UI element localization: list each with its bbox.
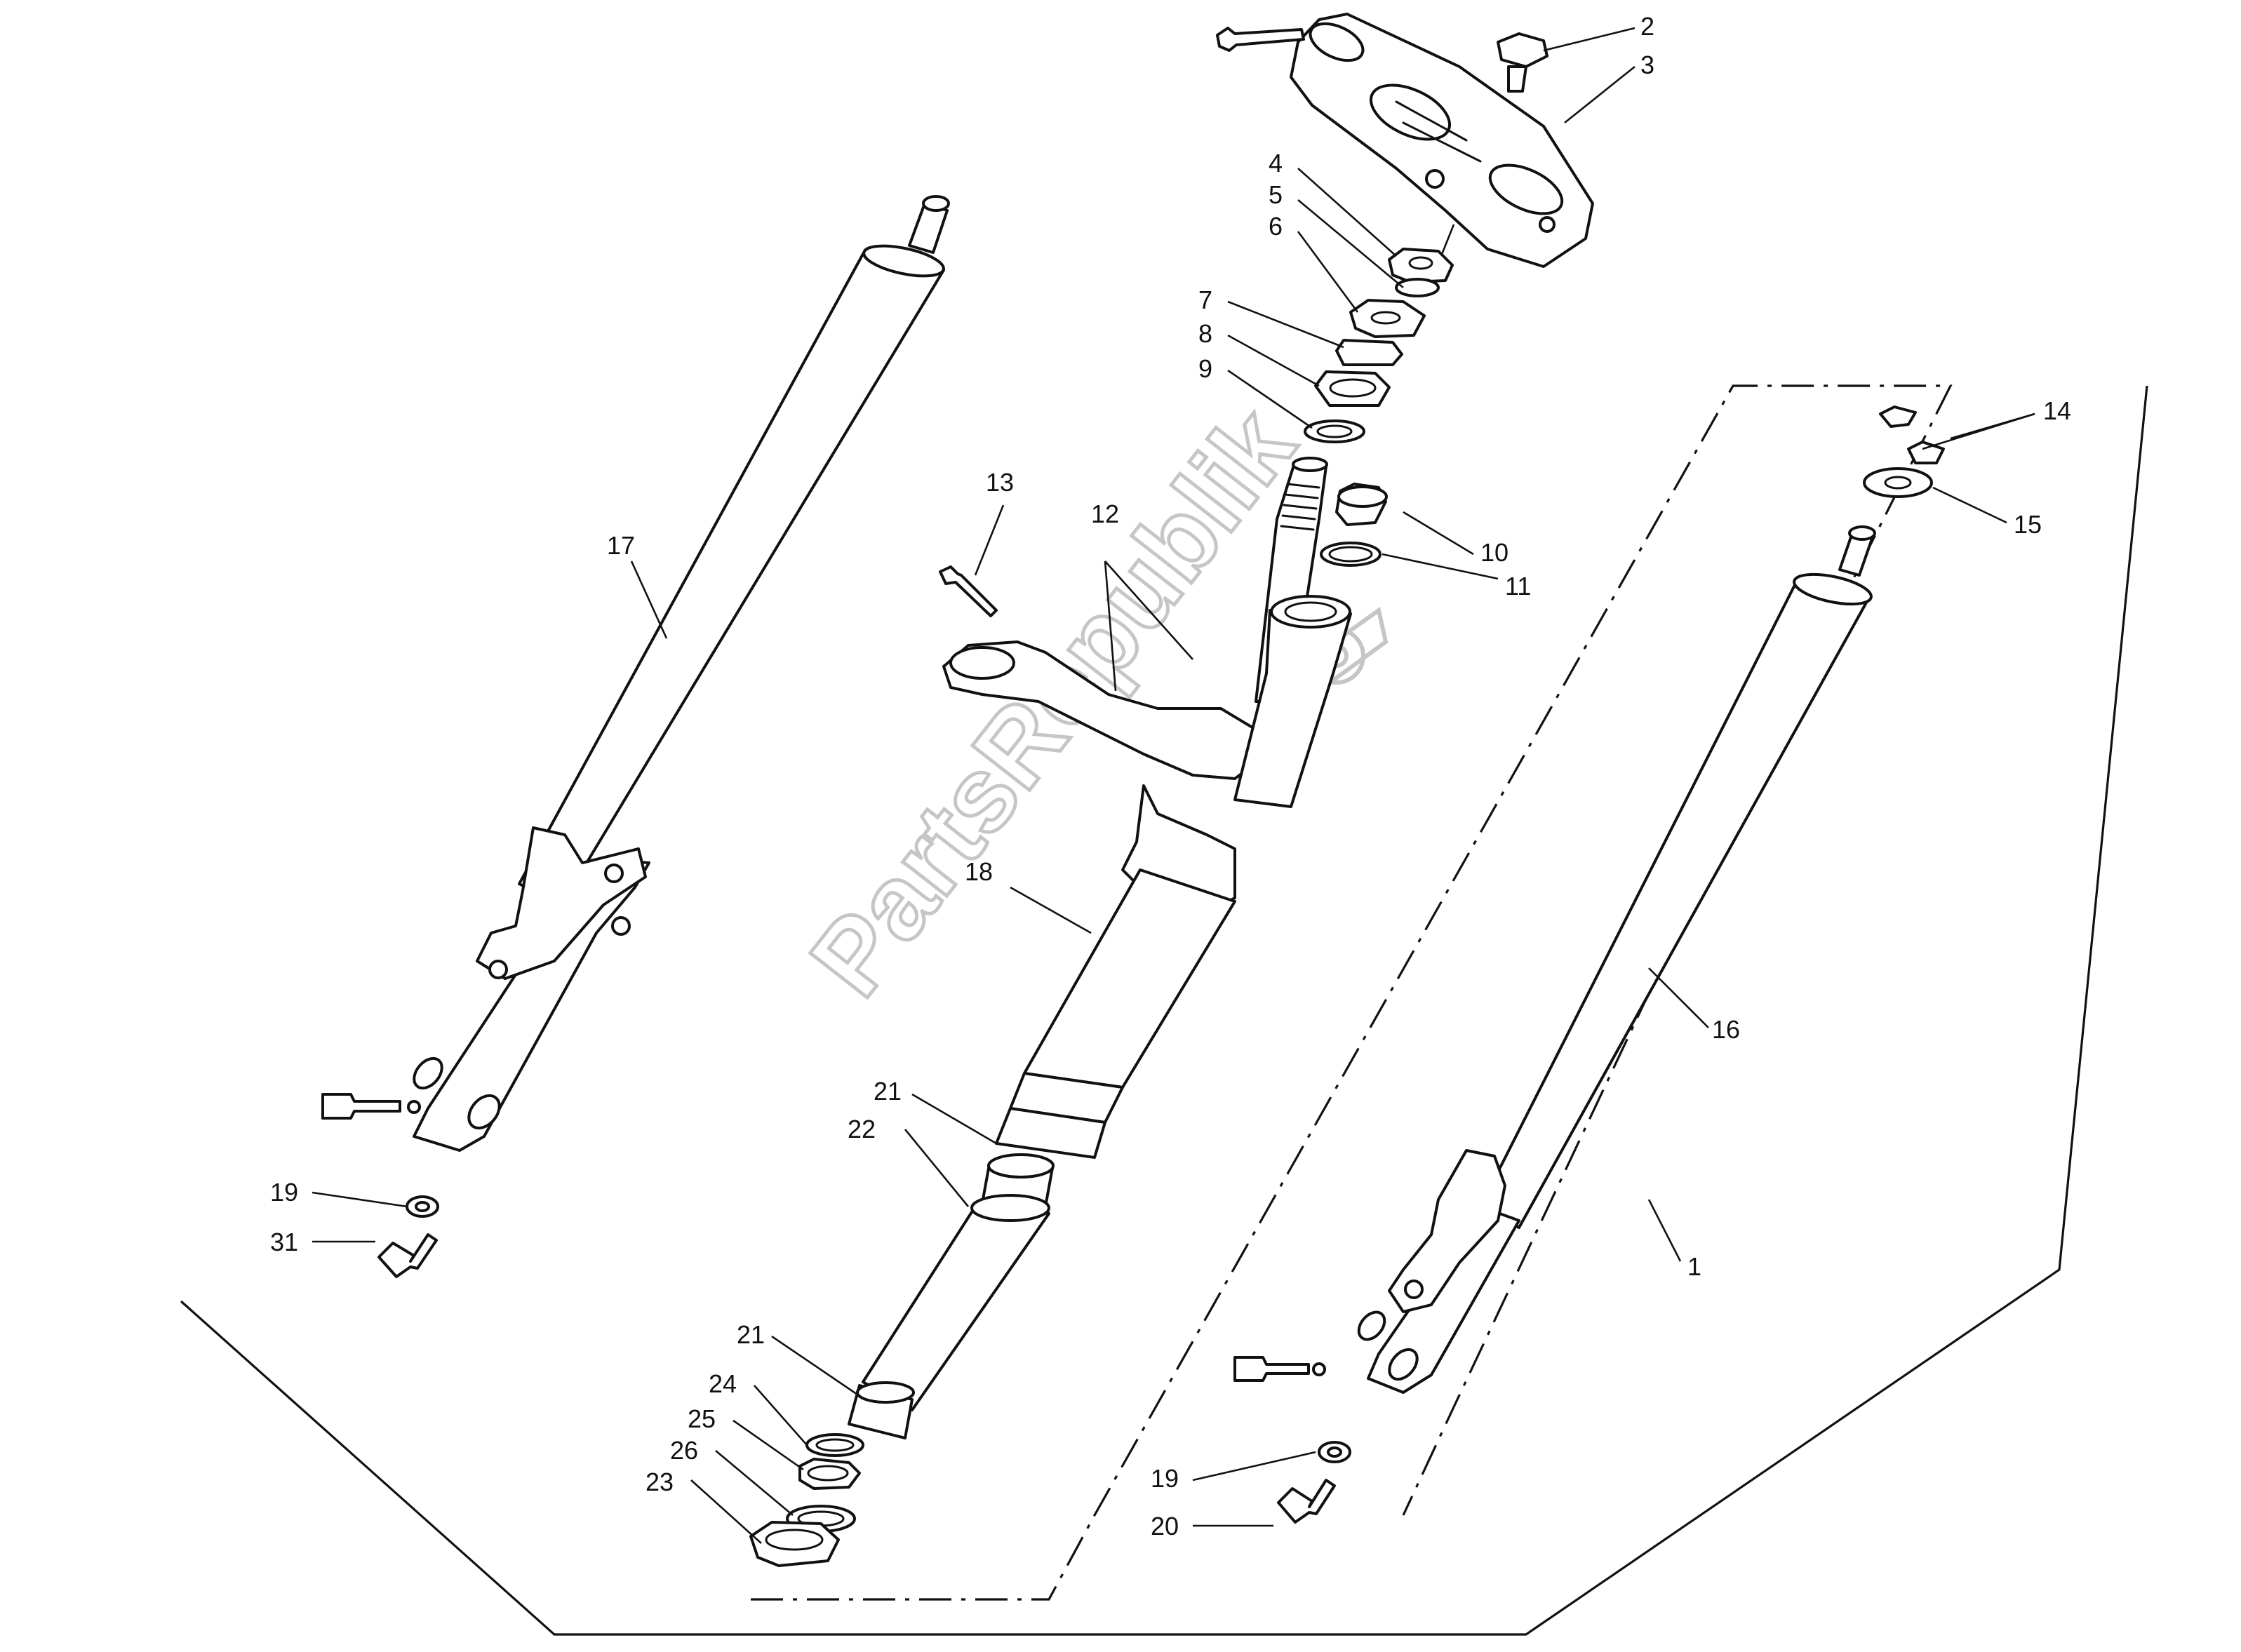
- callout-6: 6: [1269, 212, 1283, 241]
- callout-13: 13: [986, 468, 1014, 497]
- callout-3: 3: [1640, 51, 1654, 79]
- right-fork-leg: [1233, 405, 1945, 1524]
- top-yoke-clamp: [1216, 13, 1594, 268]
- callout-10: 10: [1480, 538, 1509, 567]
- callout-9: 9: [1198, 354, 1212, 383]
- callout-26: 26: [670, 1436, 698, 1465]
- callout-21-lower: 21: [737, 1320, 765, 1349]
- callout-4: 4: [1269, 149, 1283, 177]
- callout-19-right: 19: [1151, 1464, 1179, 1493]
- callout-1: 1: [1687, 1252, 1701, 1281]
- callout-18: 18: [965, 857, 993, 886]
- leader-lines: [312, 27, 2035, 1544]
- steering-head-stack: [1304, 224, 1455, 443]
- callout-21-upper: 21: [874, 1077, 902, 1106]
- callout-31: 31: [270, 1228, 298, 1256]
- callout-8: 8: [1198, 319, 1212, 348]
- callout-22: 22: [848, 1115, 876, 1143]
- lower-yoke-and-stem: [939, 457, 1352, 1159]
- callout-11: 11: [1505, 572, 1531, 600]
- callout-14: 14: [2043, 396, 2071, 425]
- steering-stem-tube: [749, 1153, 1055, 1567]
- fork-top-cap-assembly: [1320, 483, 1388, 567]
- callout-7: 7: [1198, 286, 1212, 314]
- callout-labels: 2 3 4 5 6 7 8 9 10 11 12 13 14 15 16 1 1…: [270, 12, 2071, 1540]
- callout-2: 2: [1640, 12, 1654, 41]
- callout-15: 15: [2014, 510, 2042, 539]
- callout-19-left: 19: [270, 1178, 298, 1207]
- callout-16: 16: [1712, 1015, 1740, 1044]
- callout-25: 25: [688, 1404, 716, 1433]
- callout-5: 5: [1269, 180, 1283, 209]
- callout-23: 23: [645, 1468, 674, 1496]
- callout-12: 12: [1091, 499, 1119, 528]
- left-fork-leg: [321, 195, 950, 1278]
- callout-24: 24: [709, 1369, 737, 1398]
- callout-20: 20: [1151, 1512, 1179, 1540]
- kit-frame-outline: [180, 384, 2148, 1636]
- callout-17: 17: [607, 531, 635, 560]
